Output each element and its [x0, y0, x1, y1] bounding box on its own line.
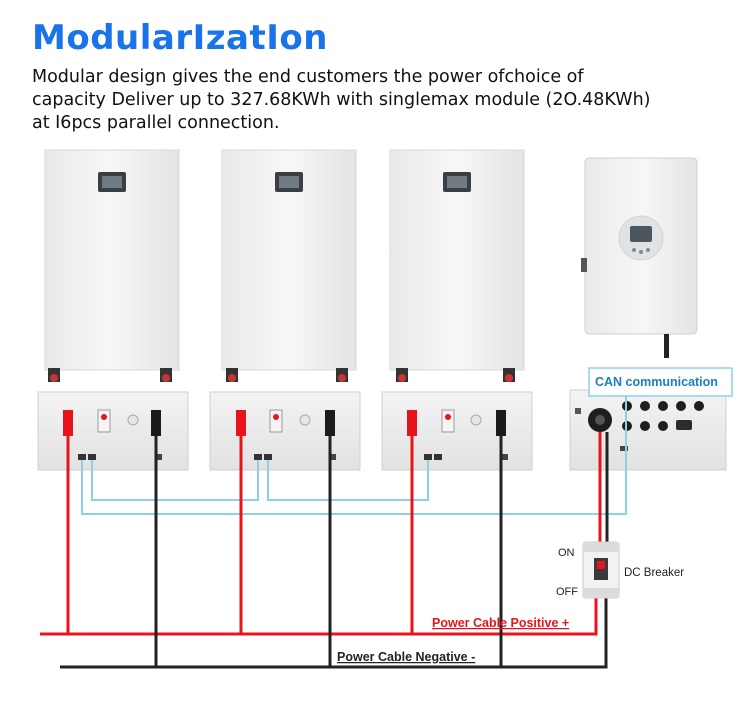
wheel-icon — [336, 368, 348, 382]
can-label-box — [588, 367, 733, 397]
battery-panel-3 — [381, 391, 533, 471]
negative-cable-label: Power Cable Negative - — [337, 650, 475, 664]
dc-breaker — [582, 541, 620, 599]
port-icon — [676, 420, 692, 430]
negative-cable — [60, 432, 609, 669]
can-port-icon — [424, 454, 432, 460]
can-port-icon — [88, 454, 96, 460]
wheel-icon — [396, 368, 408, 382]
battery-cabinet-1 — [44, 149, 180, 382]
wheel-icon — [503, 368, 515, 382]
can-communication-lines — [81, 367, 733, 515]
positive-terminal-icon — [407, 410, 417, 436]
battery-panel-1 — [37, 391, 189, 471]
inverter — [581, 157, 698, 358]
can-communication-label: CAN communication — [595, 375, 718, 389]
wheel-icon — [226, 368, 238, 382]
positive-terminal-icon — [63, 410, 73, 436]
description-line-2: capacity Deliver up to 327.68KWh with si… — [32, 90, 651, 110]
page-title: ModularIzatIon — [32, 18, 328, 58]
wheel-icon — [48, 368, 60, 382]
breaker-off-label: OFF — [556, 586, 578, 598]
negative-terminal-icon — [151, 410, 161, 436]
positive-cable-label: Power Cable Positive + — [432, 616, 569, 630]
positive-terminal-icon — [236, 410, 246, 436]
negative-terminal-icon — [496, 410, 506, 436]
dc-breaker-label: DC Breaker — [624, 567, 684, 579]
breaker-on-label: ON — [558, 547, 575, 559]
description-line-1: Modular design gives the end customers t… — [32, 67, 584, 87]
description-line-3: at I6pcs parallel connection. — [32, 113, 280, 133]
battery-cabinet-3 — [389, 149, 525, 382]
can-port-icon — [254, 454, 262, 460]
inverter-terminal-panel — [569, 389, 727, 471]
battery-panel-2 — [209, 391, 361, 471]
positive-cable — [40, 432, 602, 636]
description: Modular design gives the end customers t… — [32, 66, 742, 135]
can-port-icon — [434, 454, 442, 460]
battery-cabinet-2 — [221, 149, 357, 382]
can-port-icon — [78, 454, 86, 460]
negative-terminal-icon — [325, 410, 335, 436]
can-port-icon — [264, 454, 272, 460]
wheel-icon — [160, 368, 172, 382]
inverter-display-icon — [630, 226, 652, 242]
